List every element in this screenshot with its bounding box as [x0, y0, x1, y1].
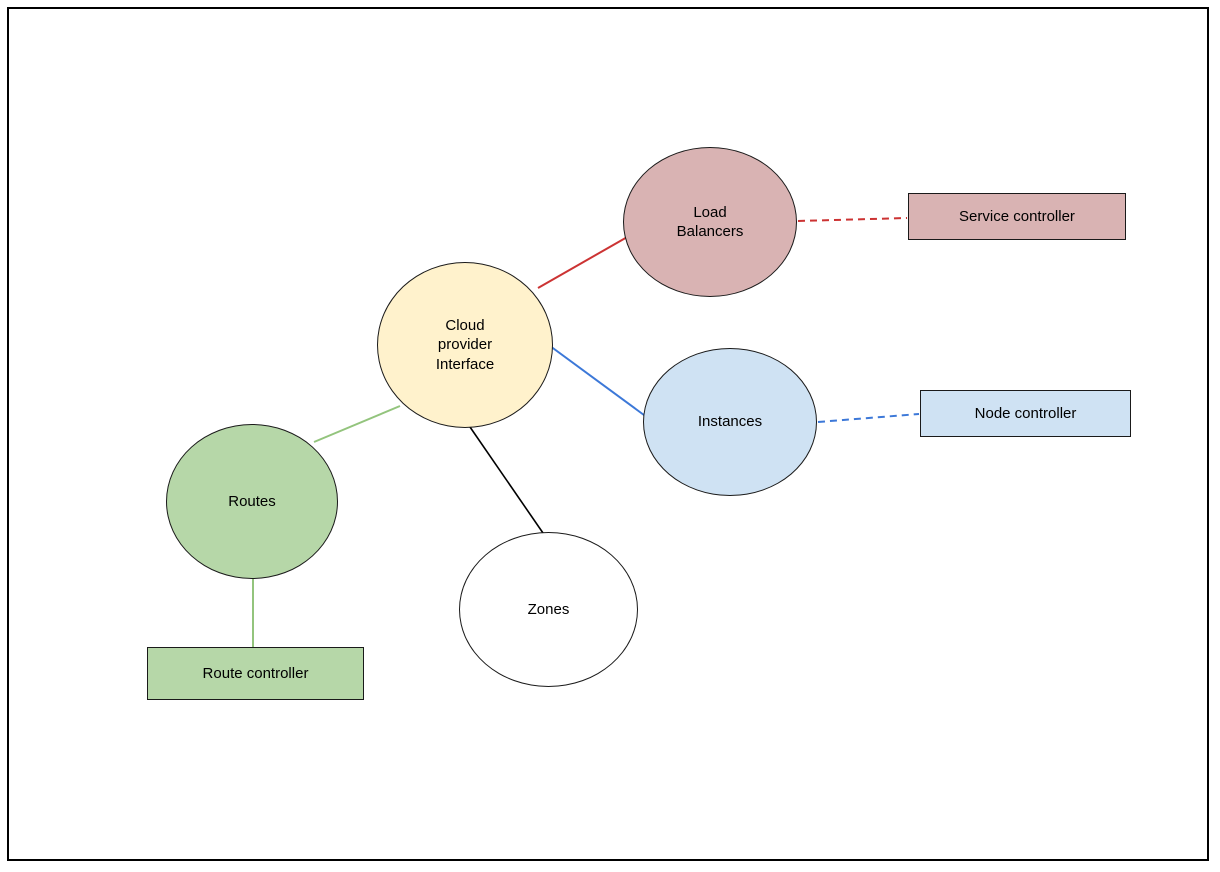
edge-instances-to-node-controller [817, 413, 920, 423]
node-load-balancers: Load Balancers [623, 147, 797, 297]
box-label: Route controller [202, 665, 309, 682]
edge-load-balancers-to-service-controller [797, 217, 908, 222]
node-cloud-provider-interface: Cloud provider Interface [377, 262, 553, 428]
node-label: Zones [527, 600, 570, 618]
node-label: Cloud provider Interface [435, 316, 495, 373]
edge-cloud-to-load-balancers [537, 235, 630, 289]
box-service-controller: Service controller [908, 193, 1126, 240]
box-label: Node controller [974, 405, 1077, 422]
node-routes: Routes [166, 424, 338, 579]
node-label: Load Balancers [676, 203, 744, 241]
node-instances: Instances [643, 348, 817, 496]
box-node-controller: Node controller [920, 390, 1131, 437]
box-route-controller: Route controller [147, 647, 364, 700]
box-label: Service controller [959, 208, 1075, 225]
edge-cloud-to-routes [313, 405, 401, 443]
node-label: Routes [228, 492, 276, 510]
edge-cloud-to-instances [545, 342, 649, 419]
edge-cloud-to-zones [469, 426, 544, 534]
node-label: Instances [697, 413, 763, 431]
node-zones: Zones [459, 532, 638, 687]
